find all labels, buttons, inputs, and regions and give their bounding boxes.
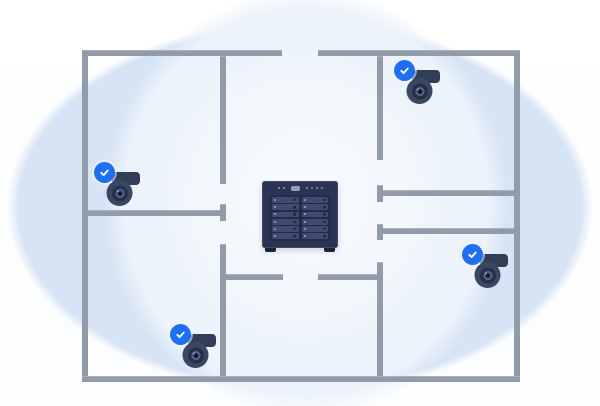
drive-bay-latch — [293, 220, 296, 223]
wall-right-corridor-endcap-1 — [377, 185, 383, 202]
nas-drive-bay — [301, 218, 328, 225]
drive-bay-led — [303, 235, 306, 238]
wall-right-corridor-endcap-2 — [377, 224, 383, 240]
status-check-badge — [462, 244, 483, 265]
nas-indicator-dot — [305, 187, 308, 189]
nas-drive-bay — [301, 197, 328, 203]
nas-status-led — [282, 187, 285, 189]
wall-inner-left-lower — [220, 244, 226, 376]
nas-drive-bay — [301, 204, 328, 210]
drive-bay-latch — [293, 198, 296, 202]
wall-left-mid-horizontal — [88, 210, 220, 216]
drive-bay-latch — [293, 205, 296, 209]
drive-bay-led — [303, 227, 306, 230]
camera-bottom-right — [462, 244, 510, 289]
nas-drive-bay — [272, 197, 299, 203]
drive-bay-led — [274, 198, 276, 201]
check-icon — [100, 169, 109, 177]
drive-bay-led — [274, 235, 276, 238]
drive-bay-led — [303, 206, 306, 209]
nas-indicator-dot — [315, 187, 318, 189]
nas-indicator-dot — [320, 187, 323, 189]
camera-top-left — [94, 162, 142, 207]
drive-bay-latch — [322, 213, 326, 216]
drive-bay-latch — [322, 227, 326, 231]
check-icon — [400, 67, 409, 75]
nas-drive-bay — [272, 211, 299, 218]
camera-icon — [474, 254, 508, 288]
wall-outer-bottom — [82, 376, 520, 382]
nas-drive-bay — [272, 218, 299, 225]
wall-inner-right-upper — [377, 56, 383, 160]
wall-outer-top-right — [318, 50, 520, 56]
drive-bay-latch — [293, 227, 296, 231]
nas-device — [262, 181, 338, 252]
check-icon — [468, 251, 477, 259]
nas-status-led — [277, 187, 280, 189]
drive-bay-led — [274, 213, 276, 216]
drive-bay-led — [274, 220, 276, 223]
wall-bottom-mid-horizontal-b — [318, 274, 377, 280]
wall-right-corridor-wall-2 — [383, 228, 514, 234]
wall-bottom-mid-horizontal-a — [226, 274, 283, 280]
wall-inner-right-lower — [377, 262, 383, 376]
drive-bay-latch — [322, 220, 326, 223]
status-check-badge — [394, 60, 415, 81]
camera-bottom-left — [170, 324, 218, 369]
status-check-badge — [170, 324, 191, 345]
nas-foot-right — [324, 248, 335, 252]
drive-bay-led — [303, 213, 306, 216]
drive-bay-latch — [293, 234, 296, 238]
drive-bay-led — [303, 220, 306, 223]
nas-drive-bay — [301, 233, 328, 239]
camera-icon — [106, 172, 140, 206]
nas-front-controls — [262, 181, 338, 195]
check-icon — [176, 331, 185, 339]
wall-outer-right — [514, 50, 520, 382]
drive-bay-latch — [322, 234, 326, 238]
nas-drive-bay — [272, 226, 299, 232]
nas-drive-bay — [272, 233, 299, 239]
drive-bay-latch — [322, 205, 326, 209]
nas-drive-bay — [301, 226, 328, 232]
wall-outer-top-left — [82, 50, 282, 56]
wall-right-corridor-wall-1 — [383, 190, 514, 196]
nas-foot-left — [265, 248, 276, 252]
drive-bay-led — [303, 198, 306, 201]
drive-bay-latch — [293, 213, 296, 216]
nas-indicator-dot — [310, 187, 313, 189]
wall-outer-left — [82, 50, 88, 382]
camera-icon — [406, 70, 440, 104]
nas-front-button — [290, 185, 300, 191]
wall-left-mid-endcap — [220, 204, 226, 221]
drive-bay-led — [274, 227, 276, 230]
drive-bay-latch — [322, 198, 326, 202]
camera-icon — [182, 334, 216, 368]
camera-top-right — [394, 60, 442, 105]
nas-drive-bay — [272, 204, 299, 210]
status-check-badge — [94, 162, 115, 183]
nas-drive-panel — [270, 195, 330, 241]
nas-drive-bay — [301, 211, 328, 218]
wall-inner-left-upper — [220, 56, 226, 184]
drive-bay-led — [274, 206, 276, 209]
